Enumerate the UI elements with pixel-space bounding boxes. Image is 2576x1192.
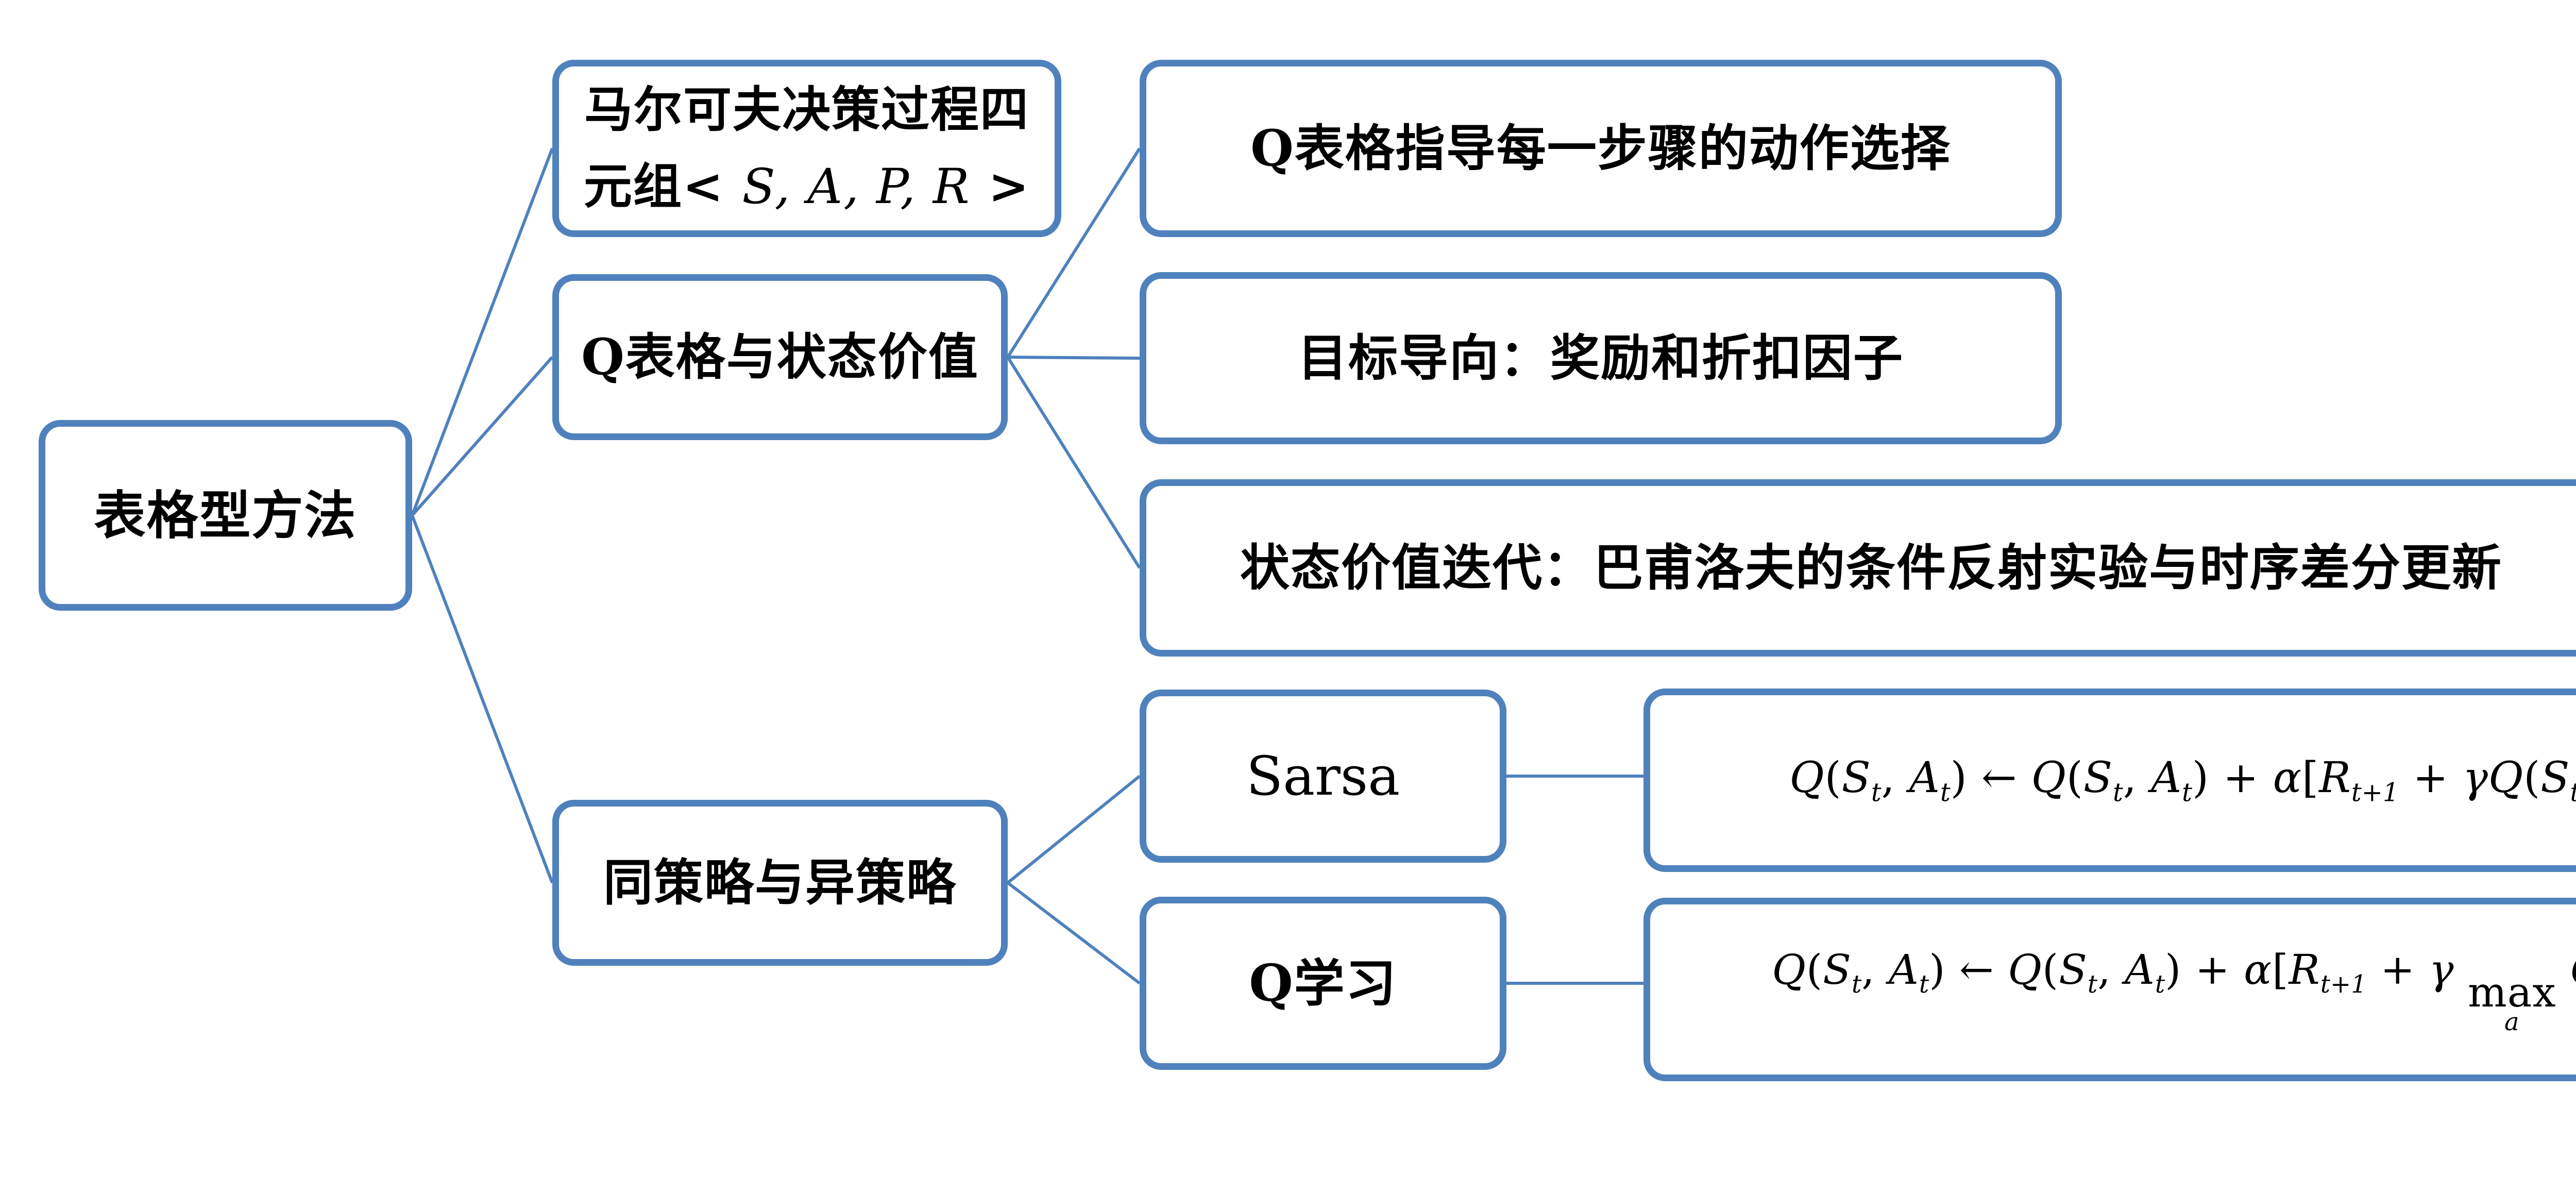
node-state-value-iteration: 状态价值迭代：巴甫洛夫的条件反射实验与时序差分更新 <box>1140 479 2576 657</box>
node-tabular-methods-label: 表格型方法 <box>94 485 357 546</box>
connector-root-qtable <box>411 356 554 516</box>
node-qtable-state-value: Q表格与状态价值 <box>552 274 1008 440</box>
node-mdp-tuple: 马尔可夫决策过程四元组< S, A, P, R > <box>552 60 1061 237</box>
connector-qtable-guide <box>1006 147 1141 358</box>
node-sarsa-label: Sarsa <box>1246 745 1400 808</box>
node-goal-oriented: 目标导向：奖励和折扣因子 <box>1140 272 2062 444</box>
node-tabular-methods: 表格型方法 <box>39 420 412 611</box>
node-qtable-guides-actions: Q表格指导每一步骤的动作选择 <box>1140 60 2062 237</box>
node-qtable-state-value-label: Q表格与状态价值 <box>581 328 979 386</box>
node-sarsa-update-formula: Q(St, At) ← Q(St, At) + α[Rt+1 + γQ(St+1… <box>1643 689 2576 872</box>
mdp-tuple-math: S, A, P, R <box>742 158 971 215</box>
node-state-value-iteration-label: 状态价值迭代：巴甫洛夫的条件反射实验与时序差分更新 <box>1240 539 2502 597</box>
connector-qtable-statevalue <box>1006 356 1141 569</box>
sarsa-update-formula: Q(St, At) ← Q(St, At) + α[Rt+1 + γQ(St+1… <box>1789 753 2576 808</box>
connector-policy-sarsa <box>1007 775 1141 884</box>
node-q-learning: Q学习 <box>1140 897 1506 1070</box>
connector-policy-qlearn <box>1007 881 1141 985</box>
connector-qtable-goal <box>1007 356 1140 360</box>
node-on-off-policy-label: 同策略与异策略 <box>603 853 957 912</box>
node-mdp-tuple-label: 马尔可夫决策过程四元组< S, A, P, R > <box>583 81 1030 215</box>
node-qtable-guides-actions-label: Q表格指导每一步骤的动作选择 <box>1250 119 1951 177</box>
node-on-off-policy: 同策略与异策略 <box>552 800 1008 966</box>
connector-root-policy <box>411 514 554 884</box>
node-q-learning-label: Q学习 <box>1249 953 1397 1013</box>
node-goal-oriented-label: 目标导向：奖励和折扣因子 <box>1298 329 1904 387</box>
connector-root-mdp <box>411 147 554 516</box>
node-sarsa: Sarsa <box>1140 690 1506 863</box>
